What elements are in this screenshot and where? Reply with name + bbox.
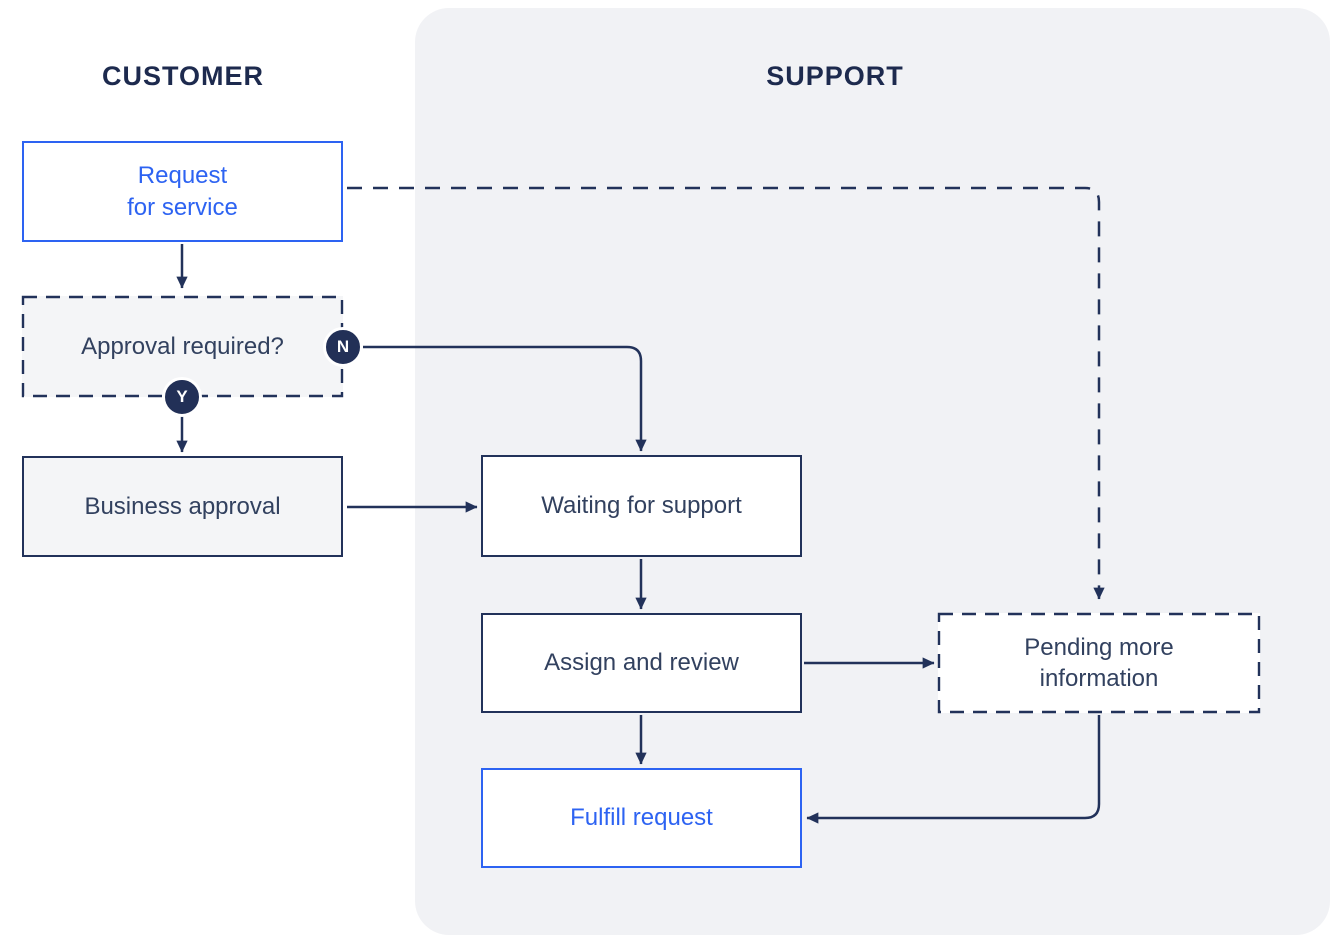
- lane-header-customer: CUSTOMER: [101, 61, 264, 91]
- node-assign-and-review: Assign and review: [481, 613, 802, 713]
- node-fulfill-request: Fulfill request: [481, 768, 802, 868]
- node-business-approval: Business approval: [22, 456, 343, 557]
- node-waiting-for-support: Waiting for support: [481, 455, 802, 557]
- node-pending-more-information: Pending more information: [938, 613, 1260, 713]
- decision-badge-no: N: [323, 327, 363, 367]
- decision-badge-yes: Y: [162, 377, 202, 417]
- node-request-for-service: Request for service: [22, 141, 343, 242]
- lane-header-support: SUPPORT: [766, 61, 904, 91]
